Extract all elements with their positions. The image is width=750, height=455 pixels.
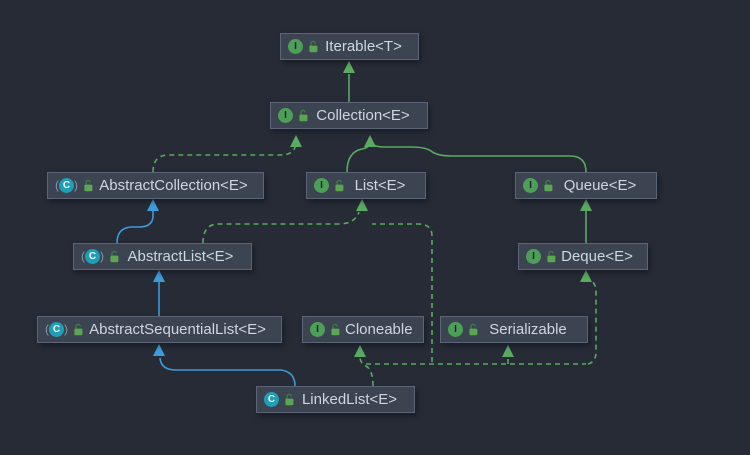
open-lock-icon <box>84 179 93 192</box>
interface-icon: I <box>523 178 538 193</box>
class-name-label: Collection<E> <box>316 107 410 124</box>
interface-icon: I <box>310 322 325 337</box>
class-node-serializable[interactable]: I Serializable <box>440 316 588 343</box>
class-name-label: Serializable <box>489 321 567 338</box>
class-name-label: AbstractCollection<E> <box>99 177 248 194</box>
arrowhead-icon <box>147 199 159 211</box>
open-lock-icon <box>544 179 553 192</box>
open-lock-icon <box>309 40 318 53</box>
arrowhead-icon <box>354 345 366 357</box>
edge-queue-to-collection <box>364 135 587 173</box>
edge-linkedlist-to-deque <box>580 270 597 365</box>
class-node-linkedlist[interactable]: C LinkedList<E> <box>256 386 415 413</box>
abstract-class-circle: C <box>85 249 100 264</box>
arrowhead-icon <box>153 344 165 356</box>
public-lock-icon <box>73 323 84 336</box>
open-lock-icon <box>331 323 340 336</box>
edge-abstractcollection-to-collection <box>152 135 302 173</box>
public-lock-icon <box>83 179 94 192</box>
class-node-abstractsequentiallist[interactable]: (C) AbstractSequentialList<E> <box>37 316 282 343</box>
class-node-cloneable[interactable]: I Cloneable <box>302 316 424 343</box>
arrowhead-icon <box>502 345 514 357</box>
abstract-paren-right: ) <box>100 248 104 263</box>
abstract-class-icon: (C) <box>55 178 78 193</box>
arrowhead-icon <box>290 135 302 147</box>
public-lock-icon <box>543 179 554 192</box>
abstract-class-circle: C <box>59 178 74 193</box>
class-node-iterable[interactable]: I Iterable<T> <box>280 33 419 60</box>
abstract-paren-left: ( <box>55 177 59 192</box>
edge-linkedlist-to-list <box>372 223 433 362</box>
edge-abstractlist-to-list <box>202 199 368 244</box>
edge-abstractsequentiallist-to-abstractlist <box>153 270 165 316</box>
public-lock-icon <box>546 250 557 263</box>
class-name-label: AbstractList<E> <box>127 248 234 265</box>
open-lock-icon <box>299 109 308 122</box>
public-lock-icon <box>334 179 345 192</box>
open-lock-icon <box>335 179 344 192</box>
abstract-class-circle: C <box>49 322 64 337</box>
abstract-paren-left: ( <box>45 321 49 336</box>
public-lock-icon <box>109 250 120 263</box>
public-lock-icon <box>468 323 479 336</box>
open-lock-icon <box>469 323 478 336</box>
arrowhead-icon <box>580 199 592 211</box>
class-node-collection[interactable]: I Collection<E> <box>270 102 428 129</box>
class-name-label: Deque<E> <box>561 248 633 265</box>
class-name-label: Queue<E> <box>563 177 637 194</box>
edge-linkedlist-to-serializable <box>366 345 586 365</box>
class-name-label: List<E> <box>354 177 406 194</box>
interface-icon: I <box>314 178 329 193</box>
class-node-abstractlist[interactable]: (C) AbstractList<E> <box>73 243 252 270</box>
class-node-list[interactable]: I List<E> <box>306 172 426 199</box>
interface-icon: I <box>448 322 463 337</box>
arrowhead-icon <box>580 270 592 282</box>
public-lock-icon <box>330 323 341 336</box>
public-lock-icon <box>298 109 309 122</box>
arrowhead-icon <box>153 270 165 282</box>
interface-icon: I <box>526 249 541 264</box>
abstract-paren-right: ) <box>74 177 78 192</box>
interface-icon: I <box>278 108 293 123</box>
class-name-label: AbstractSequentialList<E> <box>89 321 266 338</box>
class-name-label: Cloneable <box>345 321 413 338</box>
open-lock-icon <box>547 250 556 263</box>
class-name-label: LinkedList<E> <box>301 391 398 408</box>
edge-list-to-collection <box>346 143 371 173</box>
arrowhead-icon <box>343 61 355 73</box>
abstract-class-icon: (C) <box>81 249 104 264</box>
class-name-label: Iterable<T> <box>325 38 402 55</box>
arrowhead-icon <box>364 135 376 147</box>
class-node-queue[interactable]: I Queue<E> <box>515 172 657 199</box>
open-lock-icon <box>110 250 119 263</box>
abstract-class-icon: (C) <box>45 322 68 337</box>
public-lock-icon <box>308 40 319 53</box>
edge-linkedlist-to-cloneable <box>354 345 374 387</box>
edge-abstractlist-to-abstractcollection <box>116 199 159 244</box>
public-lock-icon <box>284 393 295 406</box>
arrowhead-icon <box>356 199 368 211</box>
edge-linkedlist-to-abstractsequentiallist <box>153 344 296 387</box>
class-node-deque[interactable]: I Deque<E> <box>518 243 648 270</box>
open-lock-icon <box>74 323 83 336</box>
abstract-paren-left: ( <box>81 248 85 263</box>
abstract-paren-right: ) <box>64 321 68 336</box>
class-node-abstractcollection[interactable]: (C) AbstractCollection<E> <box>47 172 264 199</box>
open-lock-icon <box>285 393 294 406</box>
interface-icon: I <box>288 39 303 54</box>
class-icon: C <box>264 392 279 407</box>
